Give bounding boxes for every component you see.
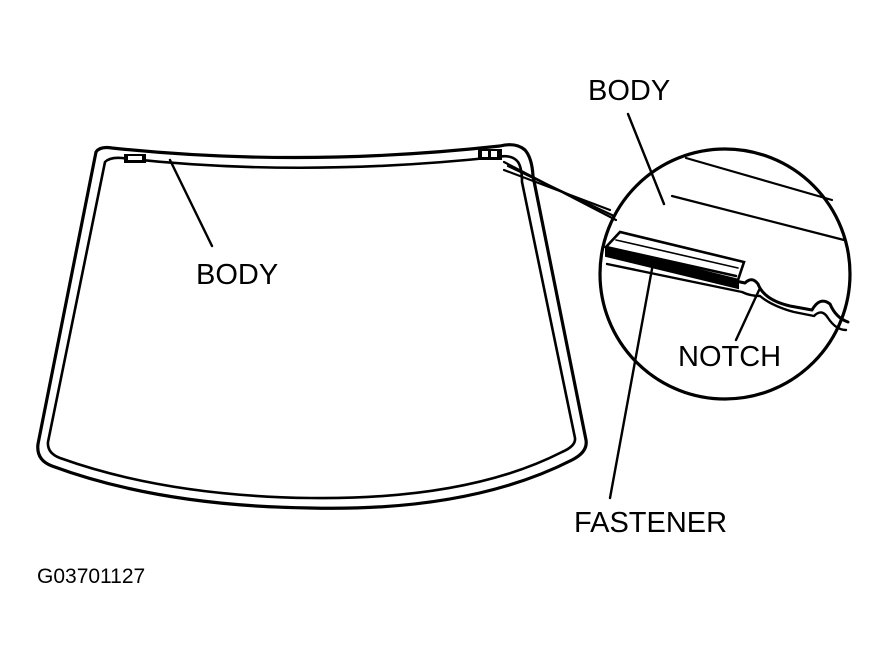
label-body-detail: BODY — [588, 75, 670, 107]
fastener-left-small — [124, 154, 146, 163]
fastener-right-small — [478, 149, 502, 160]
label-notch: NOTCH — [678, 341, 781, 373]
figure-code: G03701127 — [37, 565, 145, 588]
detail-connector-3 — [506, 164, 616, 218]
fastener-detail — [603, 230, 746, 290]
detail-circle — [598, 147, 852, 401]
leader-notch — [734, 286, 762, 342]
leader-body-detail — [626, 112, 666, 206]
label-fastener: FASTENER — [574, 507, 727, 539]
label-body-left: BODY — [196, 259, 278, 291]
leader-fastener — [608, 256, 656, 500]
windshield-glass — [36, 143, 588, 510]
leader-body-left — [168, 158, 214, 248]
